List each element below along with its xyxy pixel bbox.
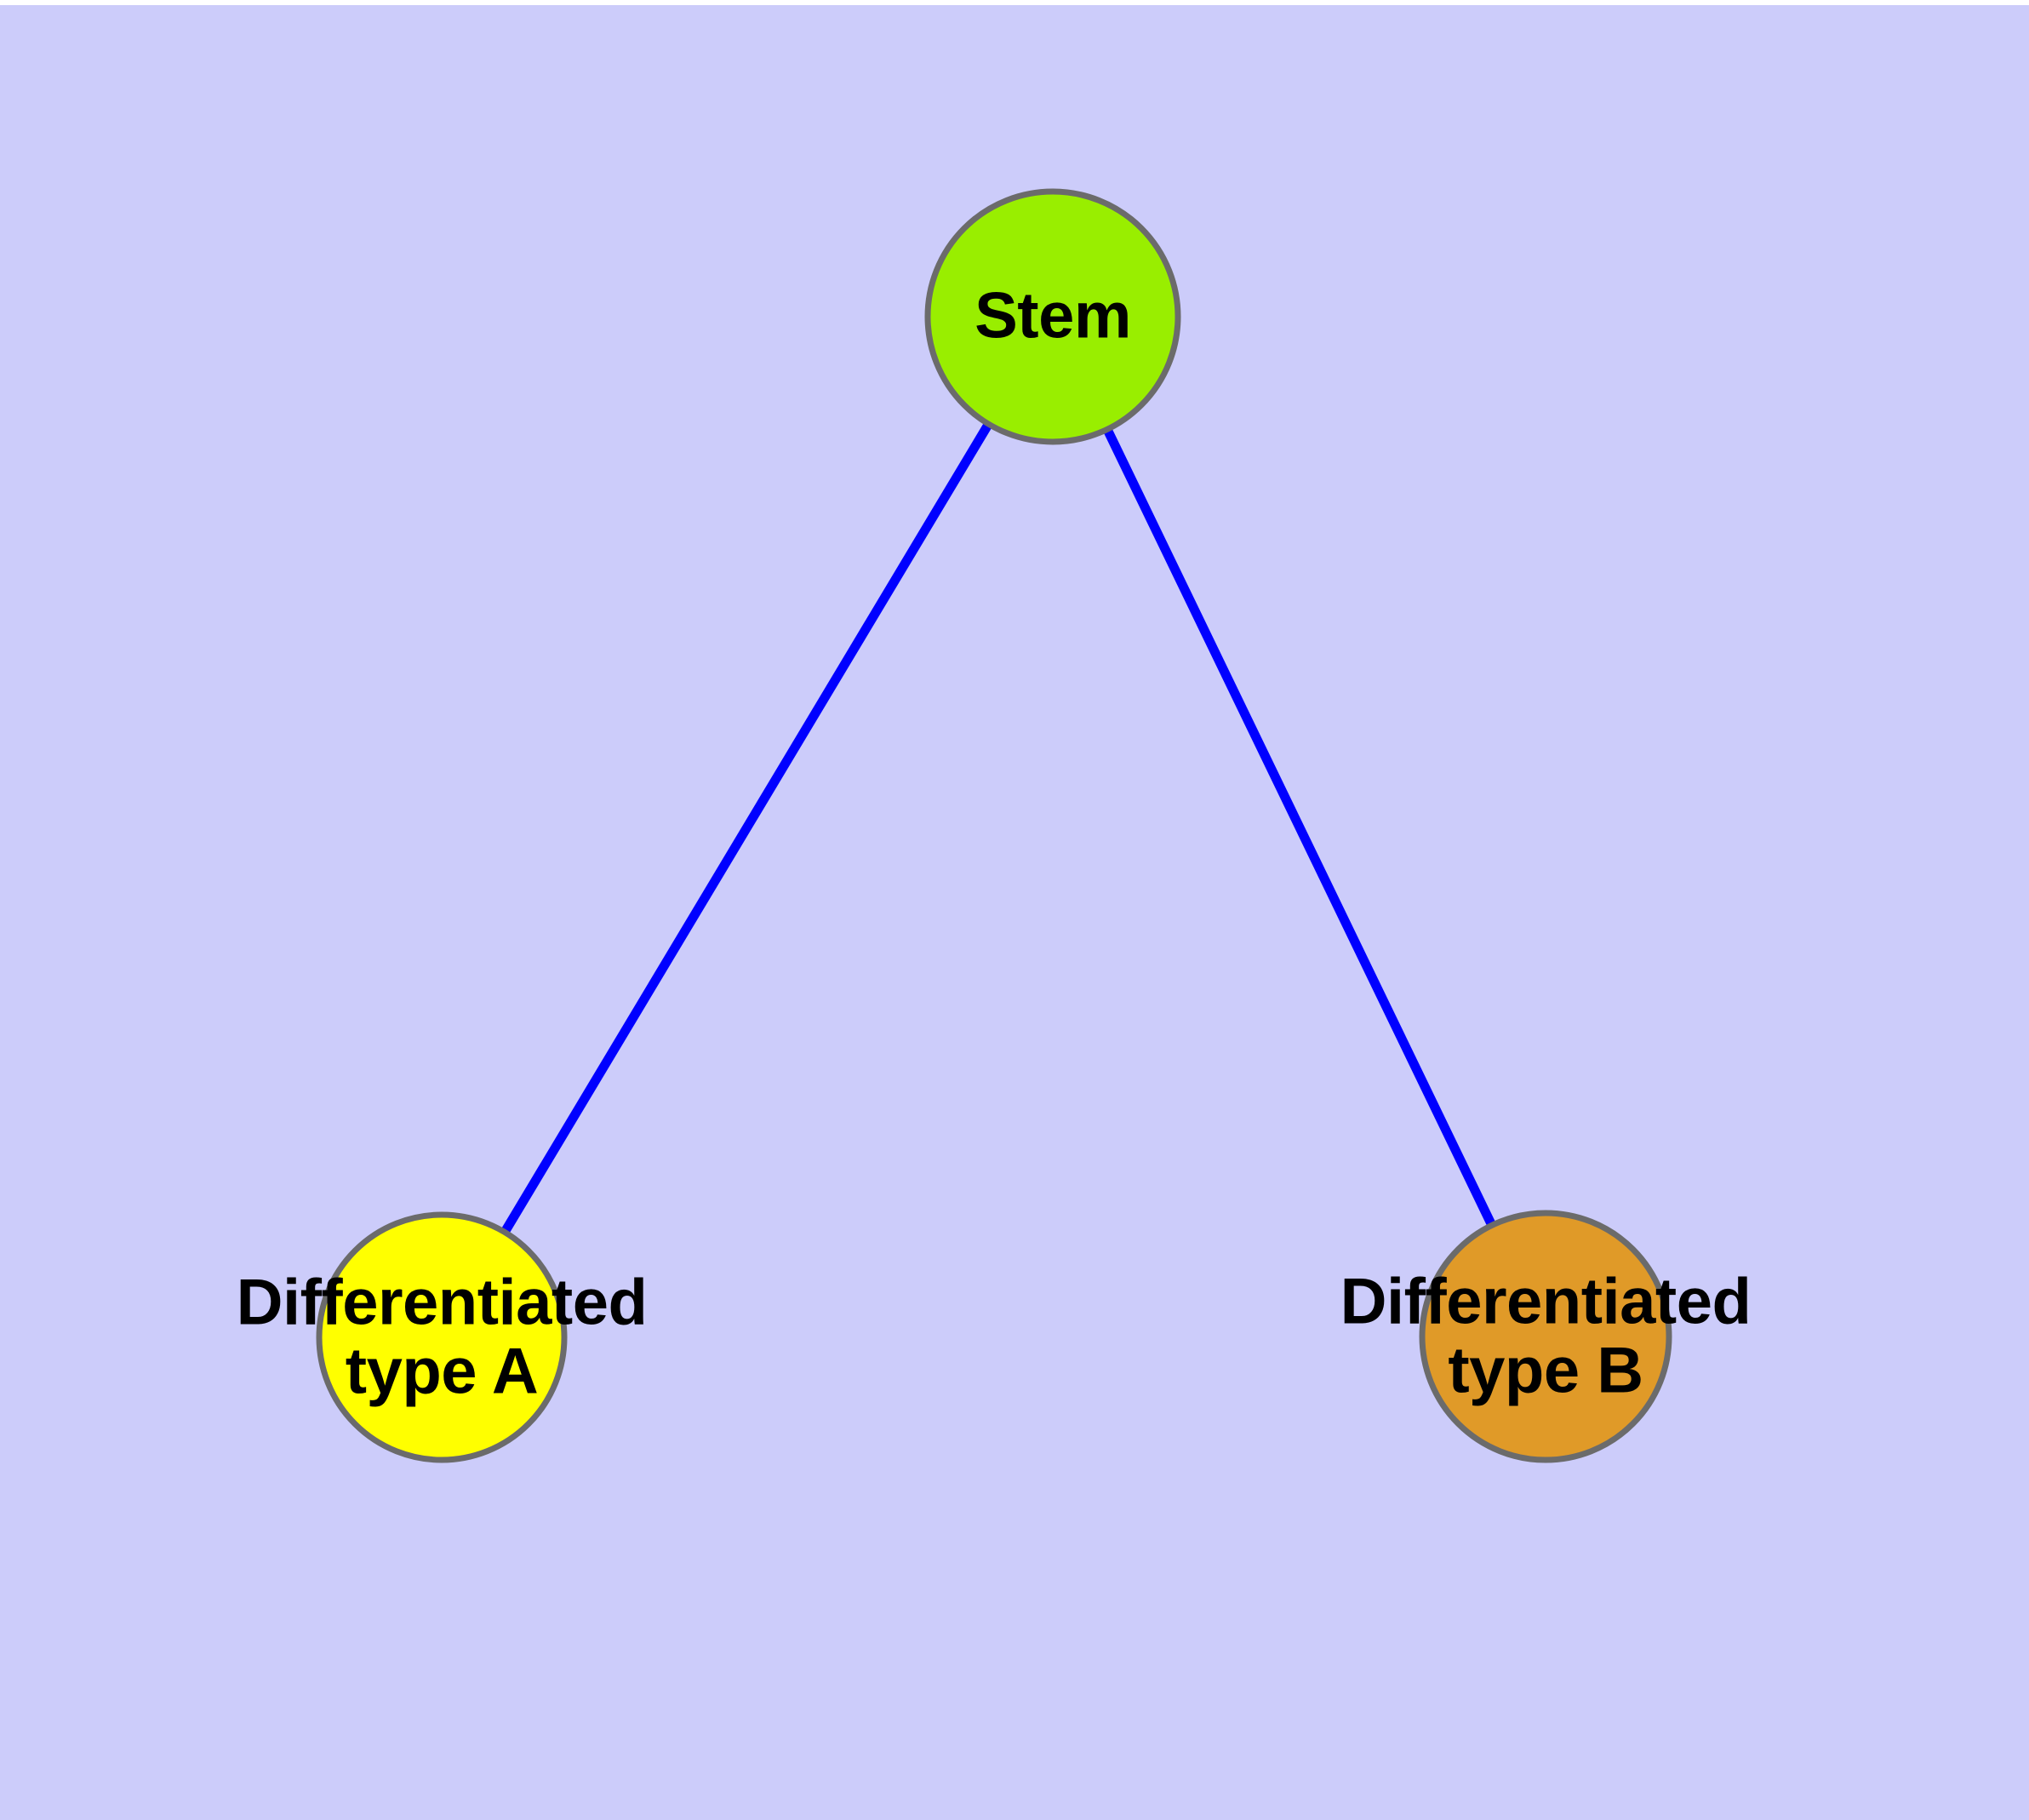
graph-node-diff-a[interactable]: [316, 1211, 568, 1463]
graph-node-diff-b[interactable]: [1419, 1210, 1672, 1463]
graph-edge-stem-to-diff-a[interactable]: [498, 417, 996, 1239]
nodes-layer: [316, 188, 1672, 1463]
edges-layer: [498, 417, 1499, 1239]
graph-node-stem[interactable]: [924, 188, 1181, 445]
graph-edge-stem-to-diff-b[interactable]: [1100, 422, 1499, 1233]
